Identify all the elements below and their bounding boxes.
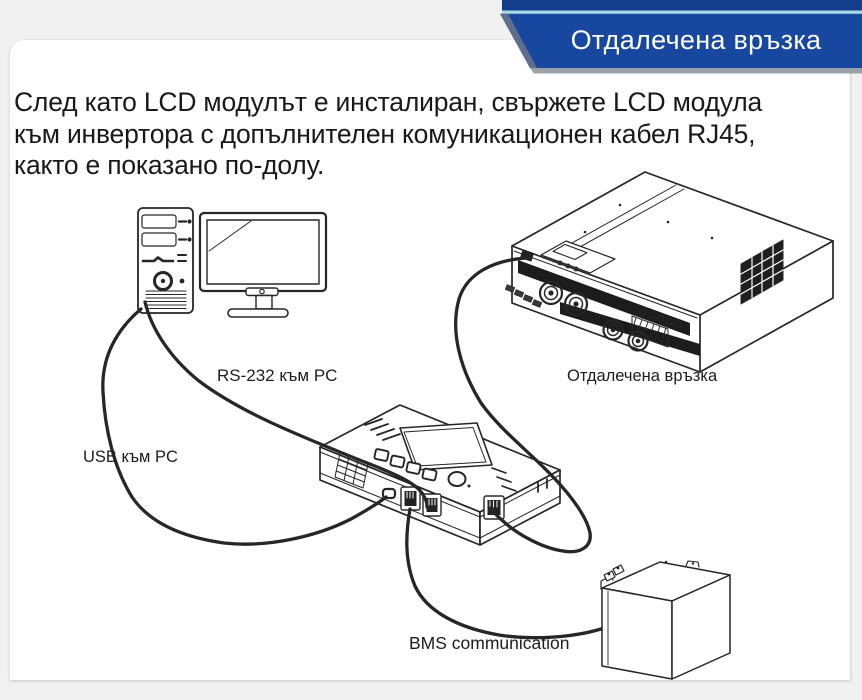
lcd-module-illustration [319,404,561,546]
bms-cable [405,507,603,640]
intro-line-1: След като LCD модулът е инсталиран, свър… [14,87,763,117]
usb-cable [101,307,388,546]
banner-shape [500,13,862,68]
header-banner [500,0,862,74]
banner-shadow [530,68,862,74]
monitor-illustration [198,211,328,318]
rs232-label: RS-232 към PC [217,366,338,385]
banner-bevel [500,13,537,68]
battery-illustration [600,560,731,680]
remote-connection-label: Отдалечена връзка [567,367,718,385]
usb-label: USB към PC [83,448,178,466]
banner-top-strip [502,0,862,11]
remote-port [483,495,505,520]
intro-line-2: към инвертора с допълнителен комуникацио… [14,118,756,149]
banner-accent-line [502,10,862,14]
bms-communication-label: BMS communication [409,633,570,653]
rs485-port [400,486,421,511]
intro-line-3: както е показано по-долу. [14,150,325,180]
banner-title: Отдалечена връзка [570,25,822,55]
pc-tower-illustration [137,207,194,314]
intro-paragraph: След като LCD модулът е инсталиран, свър… [14,87,762,182]
rs232-cable [143,300,429,509]
inverter-illustration [504,171,834,373]
rs232-port [422,493,442,517]
remote-connection-cable [454,256,592,554]
